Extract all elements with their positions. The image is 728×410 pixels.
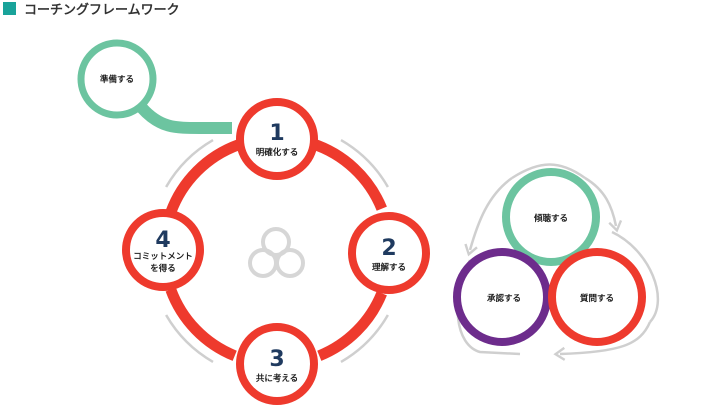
cycle-connector-arc-1 bbox=[310, 138, 387, 211]
cycle-guide-arcs bbox=[165, 139, 389, 363]
cycle-node-3-number: 3 bbox=[269, 347, 284, 372]
cycle-guide-arc-2 bbox=[340, 314, 389, 363]
cycle-node-3-label: 共に考える bbox=[256, 373, 298, 384]
cycle-node-1: 1 明確化する bbox=[236, 98, 318, 180]
cycle-connector-arc-3 bbox=[165, 287, 237, 361]
page-title-text: コーチングフレームワーク bbox=[24, 2, 180, 18]
cycle-guide-arc-4 bbox=[165, 139, 214, 188]
triad-question-label: 質問する bbox=[580, 293, 614, 304]
prepare-label: 準備する bbox=[100, 74, 134, 85]
cycle-connector-arc-2 bbox=[317, 291, 387, 361]
cycle-connector-arcs bbox=[165, 138, 387, 361]
cycle-node-4: 4 コミットメント を得る bbox=[122, 209, 204, 291]
triad-listen-label: 傾聴する bbox=[533, 213, 568, 224]
triad-node-acknowledge: 承認する bbox=[453, 248, 551, 346]
cycle-node-4-number: 4 bbox=[155, 228, 170, 253]
title-square-icon bbox=[3, 1, 16, 15]
cycle-node-1-label: 明確化する bbox=[256, 147, 299, 158]
cycle-node-1-number: 1 bbox=[269, 121, 284, 146]
prepare-connector bbox=[137, 103, 232, 134]
cycle-node-2: 2 理解する bbox=[348, 212, 430, 294]
cycle-node-3: 3 共に考える bbox=[236, 323, 318, 405]
triad-node-question: 質問する bbox=[548, 248, 646, 346]
cycle-node-4-label-line2: を得る bbox=[150, 263, 176, 274]
page-title: コーチングフレームワーク bbox=[3, 0, 180, 18]
three-circles-icon bbox=[248, 227, 305, 278]
cycle-node-4-label-line1: コミットメント bbox=[133, 252, 193, 262]
cycle-node-2-label: 理解する bbox=[372, 262, 406, 273]
triad-node-listen: 傾聴する bbox=[502, 168, 600, 266]
cycle-node-2-number: 2 bbox=[381, 236, 396, 261]
cycle-connector-arc-4 bbox=[165, 139, 241, 215]
cycle-guide-arc-3 bbox=[165, 314, 214, 363]
cycle-guide-arc-1 bbox=[340, 139, 389, 188]
prepare-node: 準備する bbox=[77, 39, 157, 119]
triad-acknowledge-label: 承認する bbox=[487, 293, 521, 304]
